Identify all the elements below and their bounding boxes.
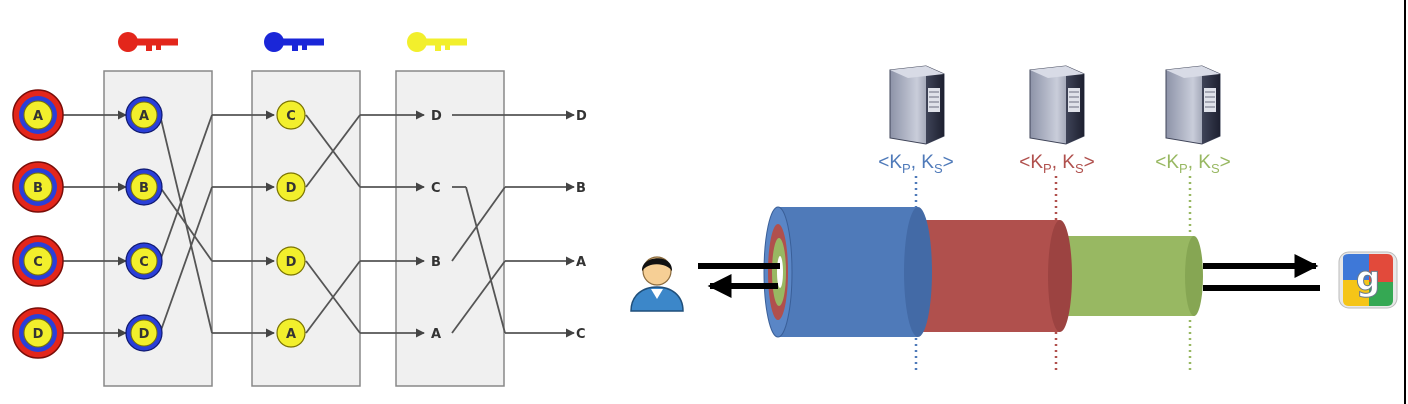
svg-text:C: C <box>33 255 43 270</box>
svg-text:D: D <box>286 181 297 196</box>
svg-text:D: D <box>33 327 44 342</box>
mix-box-3 <box>395 70 505 387</box>
mix-node: C <box>12 235 64 287</box>
svg-text:C: C <box>139 255 149 270</box>
mix-keys <box>118 32 467 52</box>
mix-label: B <box>576 181 586 196</box>
mix-box-2 <box>251 70 361 387</box>
server-icon <box>889 65 945 145</box>
mix-label: D <box>431 109 442 124</box>
connection-line <box>305 260 361 334</box>
relay-key-labels: <KP, KS> <KP, KS> <KP, KS> <box>878 152 1230 176</box>
mix-node: D <box>276 246 306 276</box>
mix-label: C <box>431 181 441 196</box>
connection-line <box>465 186 506 334</box>
mix-label: A <box>431 327 441 342</box>
onion-layer-green <box>1055 236 1203 316</box>
mix-node: B <box>12 161 64 213</box>
connection-line <box>305 114 361 188</box>
mix-node: C <box>276 100 306 130</box>
mix-nodes: A B C D A B C D C D D A D C B A D B A C <box>12 89 587 359</box>
mix-node: D <box>276 172 306 202</box>
svg-text:A: A <box>139 109 149 124</box>
mix-node: A <box>12 89 64 141</box>
svg-text:A: A <box>33 109 43 124</box>
mix-label: B <box>431 255 441 270</box>
server-icon <box>1029 65 1085 145</box>
relay-servers <box>889 65 1221 145</box>
user-icon <box>630 256 684 312</box>
mix-connections <box>58 110 575 338</box>
svg-text:B: B <box>33 181 43 196</box>
onion-layer-red <box>908 220 1072 332</box>
mix-node: D <box>125 314 163 352</box>
svg-text:B: B <box>139 181 149 196</box>
server-icon <box>1165 65 1221 145</box>
svg-text:A: A <box>286 327 296 342</box>
mix-node: D <box>12 307 64 359</box>
connection-line <box>451 260 506 334</box>
svg-text:g: g <box>1356 259 1380 299</box>
svg-text:C: C <box>286 109 296 124</box>
connection-line <box>159 186 213 334</box>
mix-node: B <box>125 168 163 206</box>
relay-key-label: <KP, KS> <box>878 152 953 176</box>
mix-node: A <box>125 96 163 134</box>
connection-line <box>159 186 213 262</box>
onion-layer-blue <box>763 206 932 338</box>
connection-line <box>451 186 506 262</box>
onion-routing-diagram: g <KP, KS> <KP, KS> <KP, KS> <box>630 65 1398 372</box>
relay-key-label: <KP, KS> <box>1155 152 1230 176</box>
key-icon <box>264 32 324 52</box>
mix-label: C <box>576 327 586 342</box>
svg-text:D: D <box>286 255 297 270</box>
mix-node: C <box>125 242 163 280</box>
key-icon <box>407 32 467 52</box>
google-icon: g <box>1338 251 1398 309</box>
mix-label: D <box>576 109 587 124</box>
key-icon <box>118 32 178 52</box>
svg-text:D: D <box>139 327 150 342</box>
mix-label: A <box>576 255 586 270</box>
mix-node: A <box>276 318 306 348</box>
mix-network-diagram: A B C D A B C D C D D A D C B A D B A C <box>12 32 587 387</box>
connection-line <box>159 114 213 262</box>
relay-key-label: <KP, KS> <box>1019 152 1094 176</box>
